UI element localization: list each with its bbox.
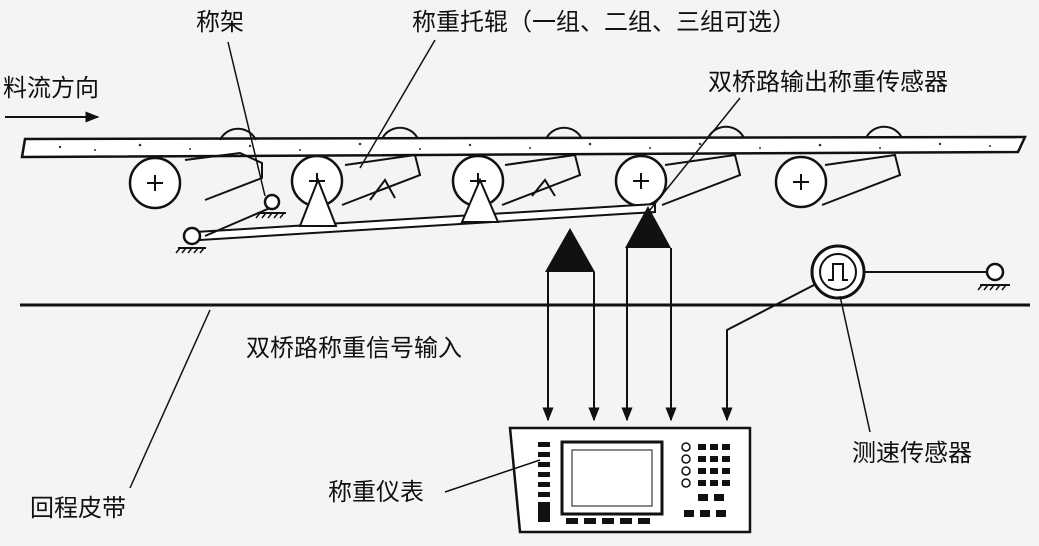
pivot-left — [175, 226, 206, 254]
label-flow-direction: 料流方向 — [3, 74, 99, 102]
label-return-belt: 回程皮带 — [30, 494, 126, 522]
pivot-frame — [255, 193, 286, 219]
label-load-cell: 双桥路输出称重传感器 — [708, 68, 948, 96]
leader-lines — [129, 39, 871, 493]
speed-sensor — [810, 244, 1010, 300]
idler-roller-1 — [128, 151, 263, 210]
idler-roller-5 — [774, 153, 902, 209]
label-weighing-idlers: 称重托辊（一组、二组、三组可选） — [412, 8, 796, 36]
label-signal-input: 双桥路称重信号输入 — [246, 334, 462, 362]
scale-frame — [193, 177, 656, 242]
idler-roller-4 — [614, 153, 742, 208]
weighing-instrument — [508, 426, 752, 534]
label-instrument: 称重仪表 — [328, 478, 424, 506]
label-speed-sensor: 测速传感器 — [852, 439, 972, 467]
conveyor-belt — [20, 135, 1027, 159]
load-cell-2 — [625, 206, 671, 248]
signal-wires — [542, 248, 815, 422]
label-scale-frame: 称架 — [196, 8, 244, 36]
load-cell-1 — [545, 228, 595, 272]
